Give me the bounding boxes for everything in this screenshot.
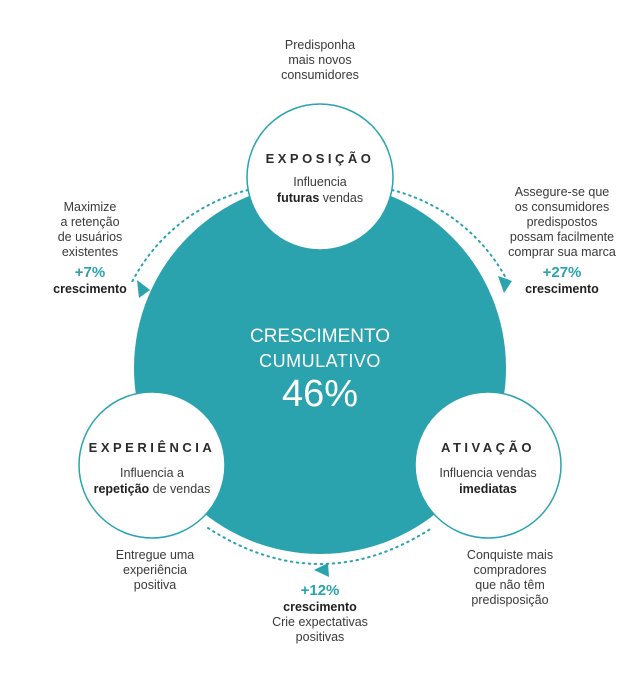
arc-right-dotted (391, 189, 509, 283)
callout-bottom-left-line: Entregue uma (115, 548, 195, 562)
callout-right: Assegure-se que os consumidores predispo… (492, 185, 632, 297)
center-label-line1: CRESCIMENTO (249, 326, 391, 347)
node-exposicao-desc: Influencia futuras vendas (250, 174, 390, 206)
node-experiencia-circle (78, 391, 226, 539)
callout-bottom-right-line: que não têm (475, 578, 545, 592)
callout-bottom-left-line: experiência (123, 563, 187, 577)
callout-right-line: possam facilmente (509, 230, 615, 244)
callout-left-line: Maximize (63, 200, 117, 214)
callout-top-line: consumidores (281, 68, 359, 82)
node-experiencia-desc-bold: repetição (93, 482, 150, 496)
node-ativacao-desc-pre: Influencia vendas (439, 466, 537, 480)
node-experiencia-desc-pre: Influencia a (120, 466, 184, 480)
center-label-line2: CUMULATIVO (259, 351, 381, 371)
node-exposicao-title: EXPOSIÇÃO (265, 151, 375, 166)
node-exposicao-desc-pre: Influencia (293, 175, 347, 189)
node-exposicao-desc-bold: futuras (276, 191, 320, 205)
arrow-left-icon (137, 280, 150, 298)
cumulative-growth-circle (134, 182, 506, 554)
node-ativacao-desc-bold: imediatas (459, 482, 517, 496)
node-ativacao-desc: Influencia vendas imediatas (418, 465, 558, 497)
callout-top-line: mais novos (288, 53, 352, 67)
node-experiencia-desc-post: de vendas (149, 482, 211, 496)
arrow-right-icon (498, 276, 512, 293)
callout-left-line: de usuários (57, 230, 123, 244)
callout-right-line: comprar sua marca (508, 245, 616, 259)
callout-top: Predisponha mais novos consumidores (240, 38, 400, 83)
callout-bottom-right-line: predisposição (471, 593, 549, 607)
callout-bottom-line: Crie expectativas (272, 615, 368, 629)
growth-bottom-label: crescimento (283, 600, 357, 614)
arc-bottom-dotted (207, 527, 433, 565)
callout-bottom-left-line: positiva (133, 578, 177, 592)
callout-right-line: Assegure-se que (514, 185, 610, 199)
node-ativacao-circle (414, 391, 562, 539)
growth-bottom-pct: +12% (300, 582, 340, 599)
node-experiencia-desc: Influencia a repetição de vendas (82, 465, 222, 497)
callout-bottom-right: Conquiste mais compradores que não têm p… (445, 548, 575, 608)
node-exposicao-desc-post: vendas (319, 191, 364, 205)
callout-bottom-left: Entregue uma experiência positiva (90, 548, 220, 593)
callout-left-line: a retenção (60, 215, 120, 229)
callout-bottom: +12% crescimento Crie expectativas posit… (240, 582, 400, 645)
arc-left-dotted (131, 189, 249, 283)
growth-left-label: crescimento (53, 282, 127, 296)
growth-right-pct: +27% (542, 264, 582, 281)
callout-left-line: existentes (61, 245, 119, 259)
callout-bottom-line: positivas (295, 630, 345, 644)
callout-bottom-right-line: Conquiste mais (466, 548, 554, 562)
node-ativacao-title: ATIVAÇÃO (441, 440, 535, 455)
arrow-bottom-icon (314, 563, 329, 577)
callout-left: Maximize a retenção de usuários existent… (30, 200, 150, 297)
callout-bottom-right-line: compradores (473, 563, 547, 577)
node-experiencia-title: EXPERIÊNCIA (88, 440, 216, 455)
growth-left-pct: +7% (74, 264, 106, 281)
callout-right-line: predispostos (526, 215, 598, 229)
growth-right-label: crescimento (525, 282, 599, 296)
callout-top-line: Predisponha (284, 38, 356, 52)
node-exposicao-circle (246, 103, 394, 251)
callout-right-line: os consumidores (514, 200, 610, 214)
center-value: 46% (281, 373, 359, 415)
